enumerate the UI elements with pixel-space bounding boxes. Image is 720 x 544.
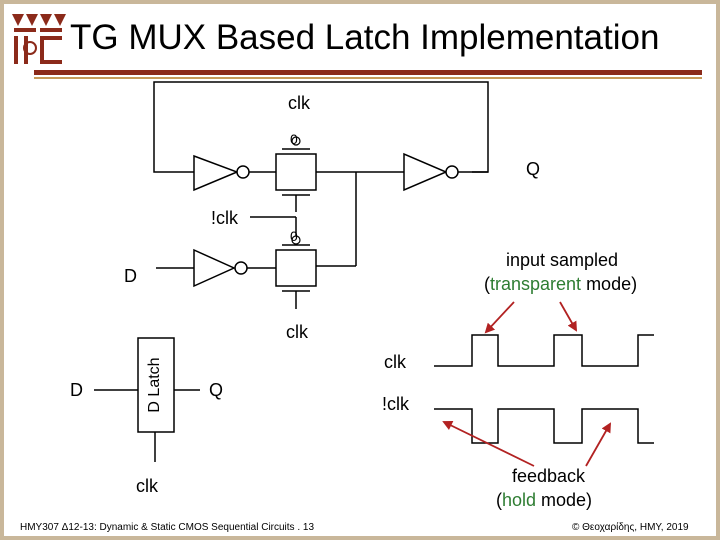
arrow-feedback-1 [442,421,535,467]
latch-q-label: Q [209,380,224,400]
arrow-sampled-1 [484,301,515,334]
input-inverter [193,248,236,288]
input-inverter-bubble [234,261,248,275]
title-rule-accent [34,77,702,79]
footer-left: HMY307 Δ12-13: Dynamic & Static CMOS Seq… [20,522,315,533]
arrow-feedback-2 [585,422,611,467]
clk-mid-label: clk [286,322,308,342]
arrow-sampled-2 [559,301,577,332]
university-logo [10,10,70,68]
hold-word: hold [502,490,537,510]
wave-nclk-label: !clk [382,394,409,414]
slide-title: TG MUX Based Latch Implementation [70,18,660,57]
feedback-wire [153,81,489,173]
output-inverter-bubble [445,165,459,179]
latch-box-label: D Latch [146,357,163,413]
nclk-label: !clk [211,208,238,228]
latch-clk-label: clk [136,476,158,496]
footer-right: © Θεοχαρίδης, HMY, 2019 [572,522,689,533]
q-output-label: Q [526,159,541,179]
nclk-waveform [434,408,654,444]
transmission-gate-bottom [275,249,317,287]
annotation-feedback-line1: feedback [512,466,586,486]
output-inverter [403,152,448,192]
tg-top-bubble [291,136,301,146]
annotation-feedback-line2: (hold mode) [496,490,593,510]
transmission-gate-top [275,153,317,191]
wave-clk-label: clk [384,352,406,372]
tg-top-zero-label: 0 [290,131,298,147]
d-latch-block [137,337,175,433]
d-input-label: D [124,266,137,286]
clk-top-label: clk [288,93,310,113]
feedback-inverter [193,154,240,192]
annotation-sampled-line2: (transparent mode) [484,274,638,294]
transparent-word: transparent [490,274,582,294]
title-rule [34,70,702,75]
latch-d-label: D [70,380,83,400]
tg-bottom-bubble [291,235,301,245]
clk-waveform [434,334,654,367]
annotation-sampled-line1: input sampled [506,250,619,270]
tg-bottom-zero-label: 0 [290,228,298,244]
latch-schematic [94,81,654,467]
feedback-inverter-bubble [236,165,250,179]
